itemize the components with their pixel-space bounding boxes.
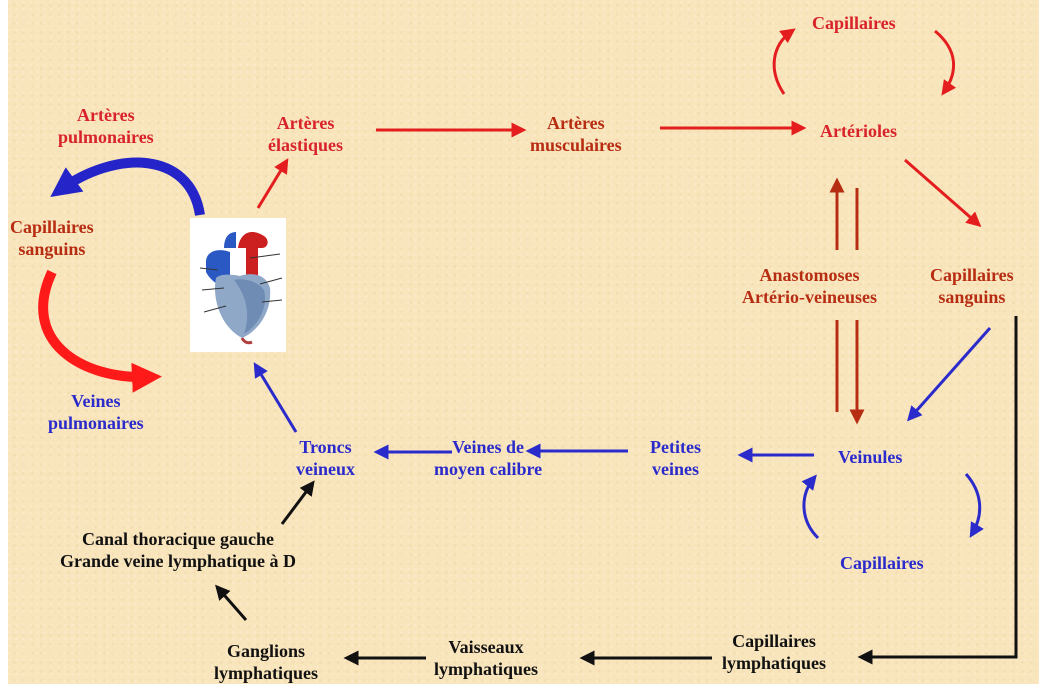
- arrow-bottom-capillaries-left: [801, 474, 820, 540]
- arrow-trunks-to-heart: [253, 362, 298, 433]
- arrow-heart-to-pulmonary: [50, 157, 205, 216]
- arrow-ganglions-to-canal: [215, 584, 248, 621]
- arrow-arterioles-to-capillaries: [904, 158, 982, 227]
- heart-anatomy-icon: [190, 218, 286, 352]
- arrow-capillaries-to-venules: [907, 327, 992, 422]
- arrow-capillaries-to-pulmonary-veins: [38, 269, 162, 393]
- arrow-lymph-drain: [857, 316, 1018, 665]
- arrow-top-capillaries-right: [934, 29, 957, 96]
- label-capillaries-bottom: Capillaires: [840, 553, 924, 573]
- arrow-heart-to-elastic: [256, 158, 289, 209]
- arrow-bottom-capillaries-right: [964, 473, 984, 538]
- label-capillaries-top: Capillaires: [812, 13, 896, 33]
- label-arterioles: Artérioles: [820, 121, 897, 141]
- label-venules: Veinules: [838, 447, 903, 467]
- arrow-top-capillaries-left: [772, 28, 796, 95]
- diagram-panel: [8, 0, 1039, 684]
- arrow-canal-to-trunks: [280, 480, 315, 525]
